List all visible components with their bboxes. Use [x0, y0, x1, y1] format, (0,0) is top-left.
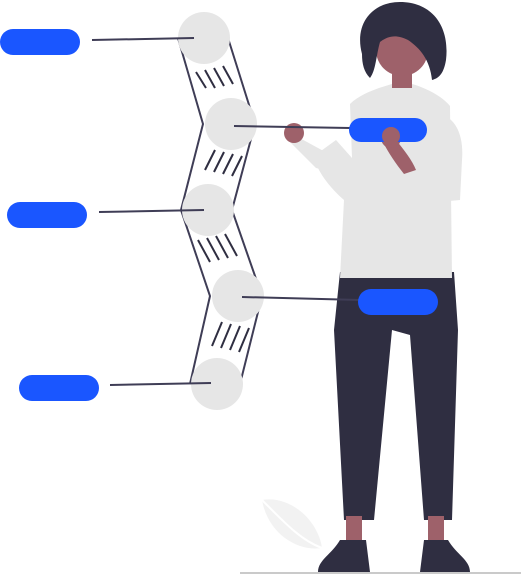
plant-icon — [261, 499, 323, 549]
node-1 — [178, 12, 230, 64]
chain-struts — [195, 65, 250, 353]
node-3 — [182, 184, 234, 236]
ankle-right — [428, 516, 444, 542]
node-5 — [191, 358, 243, 410]
label-pill-1 — [0, 29, 80, 55]
ankle-left — [346, 516, 362, 542]
woman-figure — [284, 2, 470, 572]
hand-right-front — [382, 127, 400, 145]
left-connectors — [91, 37, 212, 386]
node-4 — [212, 270, 264, 322]
sleeve-right — [434, 114, 463, 202]
arm-right — [384, 140, 416, 174]
label-pill-2 — [7, 202, 87, 228]
right-connectors — [233, 125, 361, 301]
shoe-right — [420, 540, 470, 572]
label-pill-5 — [358, 289, 438, 315]
label-pill-3 — [19, 375, 99, 401]
pants — [334, 272, 458, 520]
hair — [360, 2, 447, 80]
sweater — [314, 84, 452, 278]
node-2 — [205, 98, 257, 150]
arm-left — [288, 136, 348, 176]
shoe-left — [318, 540, 370, 572]
